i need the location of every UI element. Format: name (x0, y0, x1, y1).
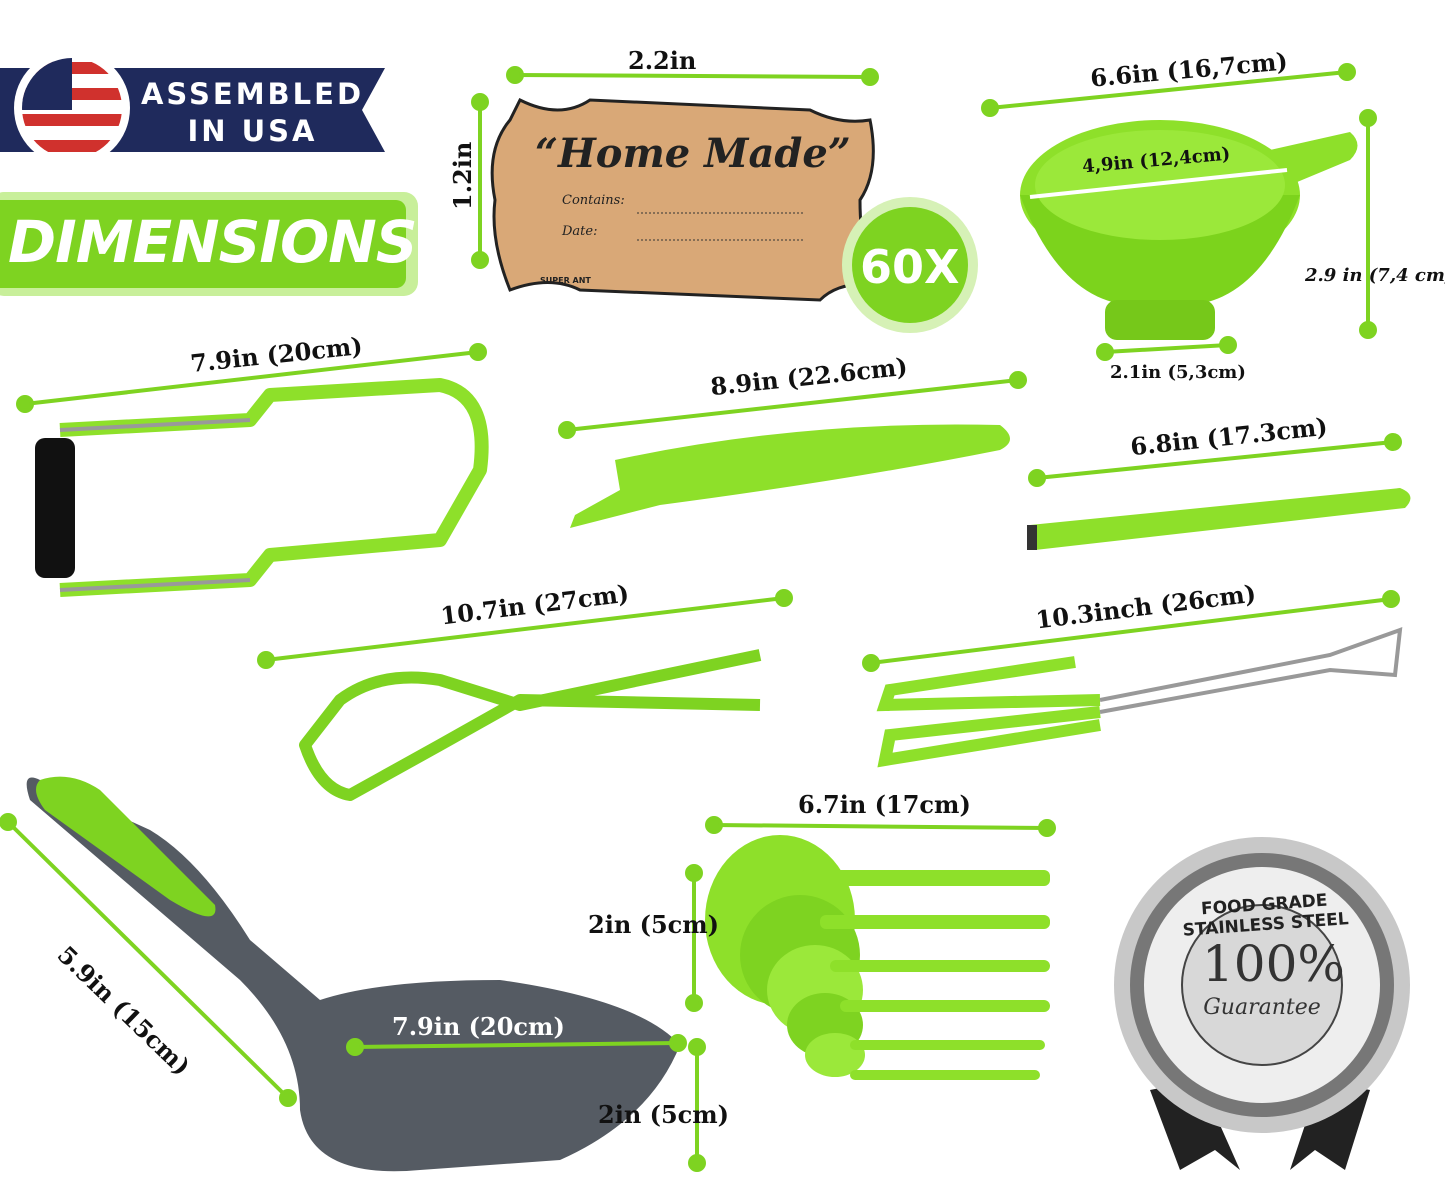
bubble-popper (570, 424, 1010, 528)
tongs (876, 656, 1101, 768)
measuring-cups-width: 6.7in (17cm) (798, 790, 971, 819)
funnel-base: 2.1in (5,3cm) (1110, 362, 1246, 383)
measuring-cups (705, 835, 1050, 1080)
label-contains: Contains: (562, 193, 625, 208)
measuring-cups-height: 2in (5cm) (588, 910, 720, 939)
label-width: 2.2in (628, 46, 697, 75)
label-title: “Home Made” (535, 130, 851, 177)
lid-wand (1030, 488, 1411, 550)
dimensions-heading: DIMENSIONS: (8, 208, 440, 276)
seal-percent: 100% (1202, 935, 1345, 993)
dimension-lines (0, 63, 1402, 1172)
scoop-height-dim: 2in (5cm) (598, 1100, 730, 1129)
seal-guarantee: Guarantee (1203, 995, 1321, 1020)
canning-scoop (26, 777, 680, 1172)
jar-wrench (299, 649, 762, 801)
label-height: 1.2in (448, 141, 477, 210)
jar-lifter (35, 438, 75, 578)
brand-logo: SUPER ANT (540, 276, 591, 285)
badge-text: ASSEMBLED IN USA (140, 77, 365, 148)
count-badge: 60X (860, 240, 960, 294)
scoop-width-dim: 7.9in (20cm) (392, 1012, 565, 1041)
us-flag-icon (22, 58, 122, 158)
funnel-height: 2.9 in (7,4 cm) (1305, 265, 1445, 286)
label-date: Date: (562, 224, 598, 239)
count-circle (852, 207, 968, 323)
